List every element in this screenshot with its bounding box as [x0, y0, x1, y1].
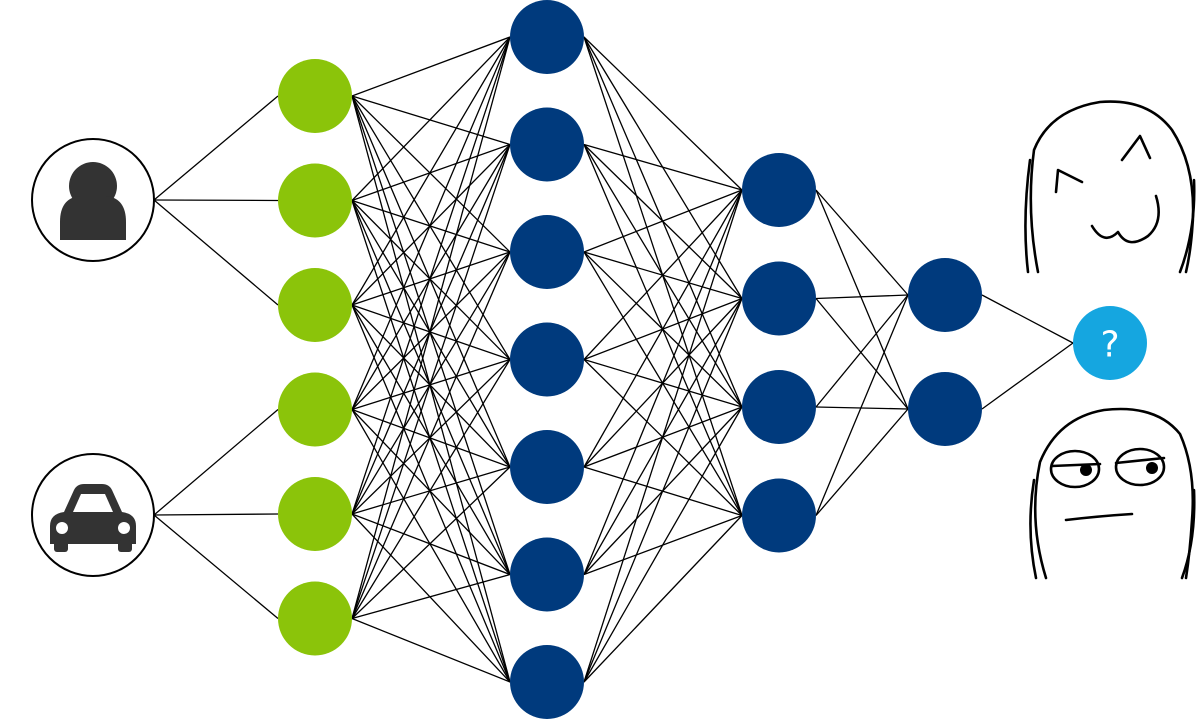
layer-connection [351, 617, 511, 683]
hidden-3-node-1 [908, 258, 982, 332]
layer-connection [351, 304, 511, 468]
hidden-1-node-4 [510, 322, 584, 397]
layer-connection [351, 513, 511, 683]
layer-connection [351, 304, 511, 683]
input-connection [153, 95, 279, 201]
hidden-2-node-4 [742, 478, 816, 553]
input-node-2 [278, 163, 352, 238]
layer-connection [583, 189, 743, 683]
layer-connection [583, 189, 743, 575]
hidden-1-node-7 [510, 645, 584, 719]
hidden-1-node-3 [510, 215, 584, 289]
layer-connection [351, 466, 511, 515]
layer-connection [815, 298, 909, 410]
layer-connection [351, 95, 511, 253]
output-connection [981, 342, 1074, 410]
layer-connection [351, 409, 511, 575]
layer-connection [351, 200, 511, 575]
layer-connection [583, 515, 743, 683]
layer-connection [351, 95, 511, 575]
layer-connection [351, 466, 511, 619]
layer-connection [351, 36, 511, 619]
output-label: ? [1100, 325, 1119, 366]
layer-connection [351, 304, 511, 575]
hidden-2-node-2 [742, 261, 816, 336]
input-connection [153, 409, 279, 516]
layer-connection [351, 358, 511, 411]
layer-connection [583, 189, 743, 468]
layer-connection [351, 143, 511, 202]
input-connection [153, 199, 279, 306]
layer-connection [351, 200, 511, 468]
layer-connection [351, 144, 511, 619]
input-node-3 [278, 268, 352, 342]
skeptical-face-icon [1029, 407, 1196, 580]
hidden-1-node-6 [510, 537, 584, 612]
layer-connection [583, 143, 743, 191]
layer-connection [351, 408, 511, 468]
layer-connection [815, 189, 909, 410]
layer-connection [815, 189, 909, 296]
car-icon [50, 484, 136, 552]
input-node-1 [278, 59, 352, 133]
nodes [278, 0, 982, 719]
layer-connection [351, 95, 511, 360]
user-icon [60, 162, 126, 240]
layer-connection [815, 408, 909, 516]
layer-connection [815, 406, 909, 410]
hidden-1-node-5 [510, 430, 584, 504]
hidden-3-node-2 [908, 372, 982, 446]
input-car [31, 453, 155, 577]
layer-connection [815, 294, 909, 300]
layer-connection [583, 36, 743, 191]
layer-connection [351, 359, 511, 619]
output-connection [981, 294, 1074, 344]
layer-connection [351, 513, 511, 576]
layer-connection [351, 200, 511, 683]
layer-connection [351, 36, 511, 97]
layer-connection [583, 298, 743, 683]
layer-connection [351, 200, 511, 360]
layer-connection [351, 409, 511, 683]
input-user [31, 138, 155, 262]
hidden-2-node-1 [742, 153, 816, 227]
layer-connection [351, 36, 511, 201]
layer-connection [351, 36, 511, 306]
layer-connection [583, 406, 743, 683]
layer-connection [351, 251, 511, 619]
input-connection [153, 514, 279, 619]
output-node: ? [1073, 306, 1147, 380]
smug-face-icon [1024, 100, 1196, 274]
layer-connection [351, 95, 511, 468]
input-node-5 [278, 477, 352, 551]
hidden-1-node-1 [510, 0, 584, 74]
input-node-4 [278, 372, 352, 447]
hidden-1-node-2 [510, 107, 584, 182]
input-connection [153, 199, 279, 202]
layer-connection [583, 189, 743, 253]
layer-connection [815, 294, 909, 516]
layer-connection [351, 36, 511, 410]
connections [153, 36, 1074, 683]
layer-connection [351, 199, 511, 253]
layer-connection [351, 251, 511, 306]
layer-connection [351, 304, 511, 361]
input-connection [153, 513, 279, 516]
layer-connection [351, 573, 511, 620]
layer-connection [351, 95, 511, 146]
hidden-2-node-3 [742, 370, 816, 444]
layer-connection [351, 36, 511, 515]
layer-connection [815, 294, 909, 408]
layer-connection [583, 189, 743, 360]
input-node-6 [278, 581, 352, 656]
